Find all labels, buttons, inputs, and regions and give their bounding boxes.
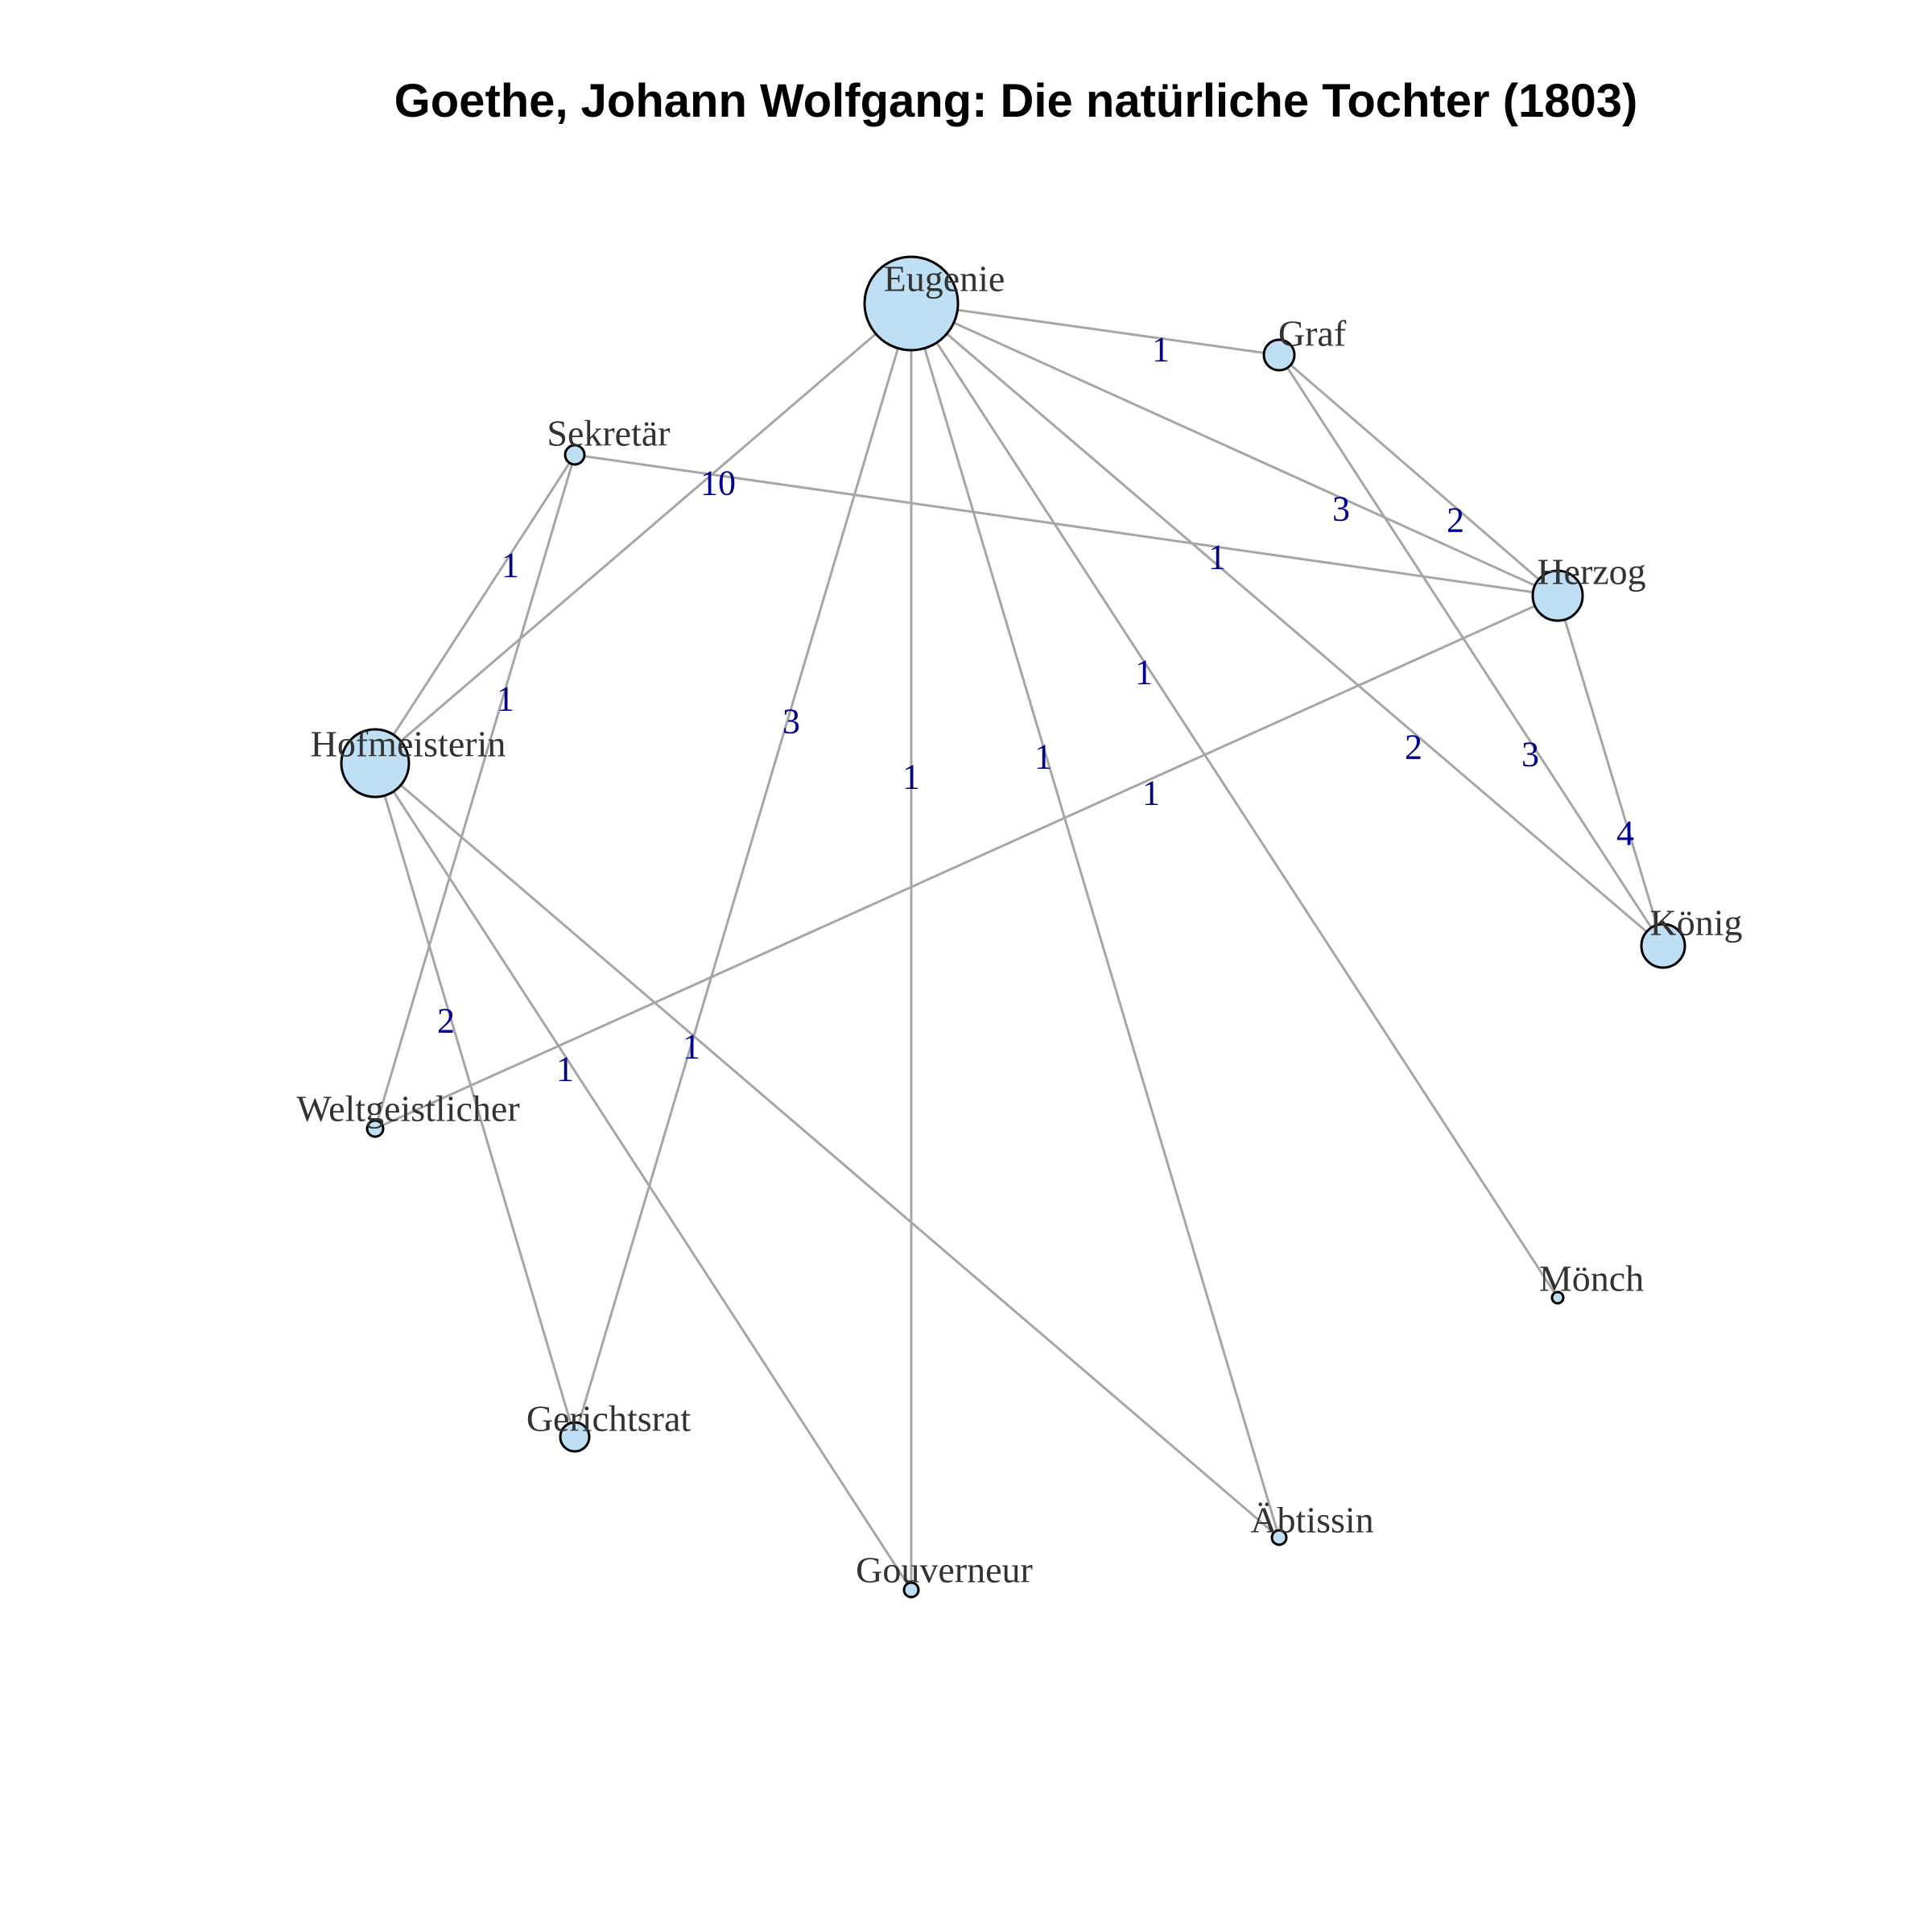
edge-weight-label: 1 xyxy=(556,1050,574,1089)
edge-weight-label: 4 xyxy=(1616,814,1634,853)
node-aebtissin xyxy=(1270,1529,1288,1546)
edge-eugenie-moench xyxy=(910,303,1559,1298)
node-label-hofmeisterin: Hofmeisterin xyxy=(311,724,506,765)
edge-weight-label: 1 xyxy=(1034,737,1052,777)
edge-sekretaer-herzog xyxy=(574,453,1558,597)
node-koenig xyxy=(1640,923,1686,969)
node-labels-layer: EugenieGrafSekretärHerzogHofmeisterinKön… xyxy=(296,258,1742,1591)
edge-weight-label: 1 xyxy=(1152,330,1170,369)
node-label-herzog: Herzog xyxy=(1537,551,1645,592)
edge-graf-koenig xyxy=(1278,354,1665,947)
edge-weight-label: 3 xyxy=(1521,735,1539,774)
edge-weight-label: 1 xyxy=(502,546,519,585)
edge-eugenie-graf xyxy=(910,302,1280,357)
node-hofmeisterin xyxy=(340,728,411,799)
node-eugenie xyxy=(863,255,960,352)
nodes-layer xyxy=(340,255,1686,1599)
edge-eugenie-herzog xyxy=(910,302,1558,597)
node-label-moench: Mönch xyxy=(1539,1258,1644,1299)
edge-eugenie-hofmeisterin xyxy=(374,302,912,765)
edge-hofmeisterin-gouverneur xyxy=(374,762,913,1591)
node-label-koenig: König xyxy=(1650,902,1743,943)
node-sekretaer xyxy=(564,444,586,466)
node-herzog xyxy=(1531,569,1584,622)
edge-labels-layer: 1 10 3 2 3 1 1 1 2 3 1 1 1 4 1 2 1 1 xyxy=(437,330,1634,1089)
edge-weight-label: 1 xyxy=(1208,538,1226,577)
node-label-gerichtsrat: Gerichtsrat xyxy=(526,1398,691,1439)
node-label-eugenie: Eugenie xyxy=(884,258,1005,299)
edge-weight-label: 1 xyxy=(1135,653,1153,692)
edge-weight-label: 2 xyxy=(437,1001,455,1041)
edge-sekretaer-weltgeistlicher xyxy=(374,454,576,1129)
edge-hofmeisterin-gerichtsrat xyxy=(374,762,576,1438)
edge-herzog-koenig xyxy=(1556,595,1665,947)
node-weltgeistlicher xyxy=(365,1119,385,1138)
edge-hofmeisterin-aebtissin xyxy=(374,762,1280,1539)
edge-weight-label: 10 xyxy=(700,464,736,503)
node-label-sekretaer: Sekretär xyxy=(547,413,670,454)
node-graf xyxy=(1262,338,1296,372)
graph-title: Goethe, Johann Wolfgang: Die natürliche … xyxy=(394,75,1638,127)
edge-eugenie-aebtissin xyxy=(910,303,1281,1538)
edge-weight-label: 3 xyxy=(782,702,800,741)
edge-weight-label: 3 xyxy=(1332,489,1350,529)
edge-weight-label: 2 xyxy=(1405,728,1422,767)
edge-weight-label: 1 xyxy=(1142,774,1160,813)
edge-weight-label: 1 xyxy=(902,758,920,797)
edge-sekretaer-hofmeisterin xyxy=(374,454,576,764)
edge-weight-label: 1 xyxy=(683,1027,700,1067)
edge-eugenie-koenig xyxy=(910,302,1664,947)
edge-graf-herzog xyxy=(1278,353,1558,597)
node-label-weltgeistlicher: Weltgeistlicher xyxy=(296,1088,519,1129)
node-gerichtsrat xyxy=(559,1421,591,1453)
node-moench xyxy=(1550,1290,1565,1305)
node-label-gouverneur: Gouverneur xyxy=(856,1550,1033,1591)
edge-eugenie-gerichtsrat xyxy=(573,303,913,1438)
edge-herzog-weltgeistlicher xyxy=(374,594,1558,1130)
node-label-graf: Graf xyxy=(1278,313,1347,354)
edge-weight-label: 1 xyxy=(497,679,514,719)
node-label-aebtissin: Äbtissin xyxy=(1250,1500,1373,1541)
node-gouverneur xyxy=(902,1581,920,1599)
edges-layer xyxy=(374,302,1665,1591)
edge-weight-label: 2 xyxy=(1447,501,1464,540)
